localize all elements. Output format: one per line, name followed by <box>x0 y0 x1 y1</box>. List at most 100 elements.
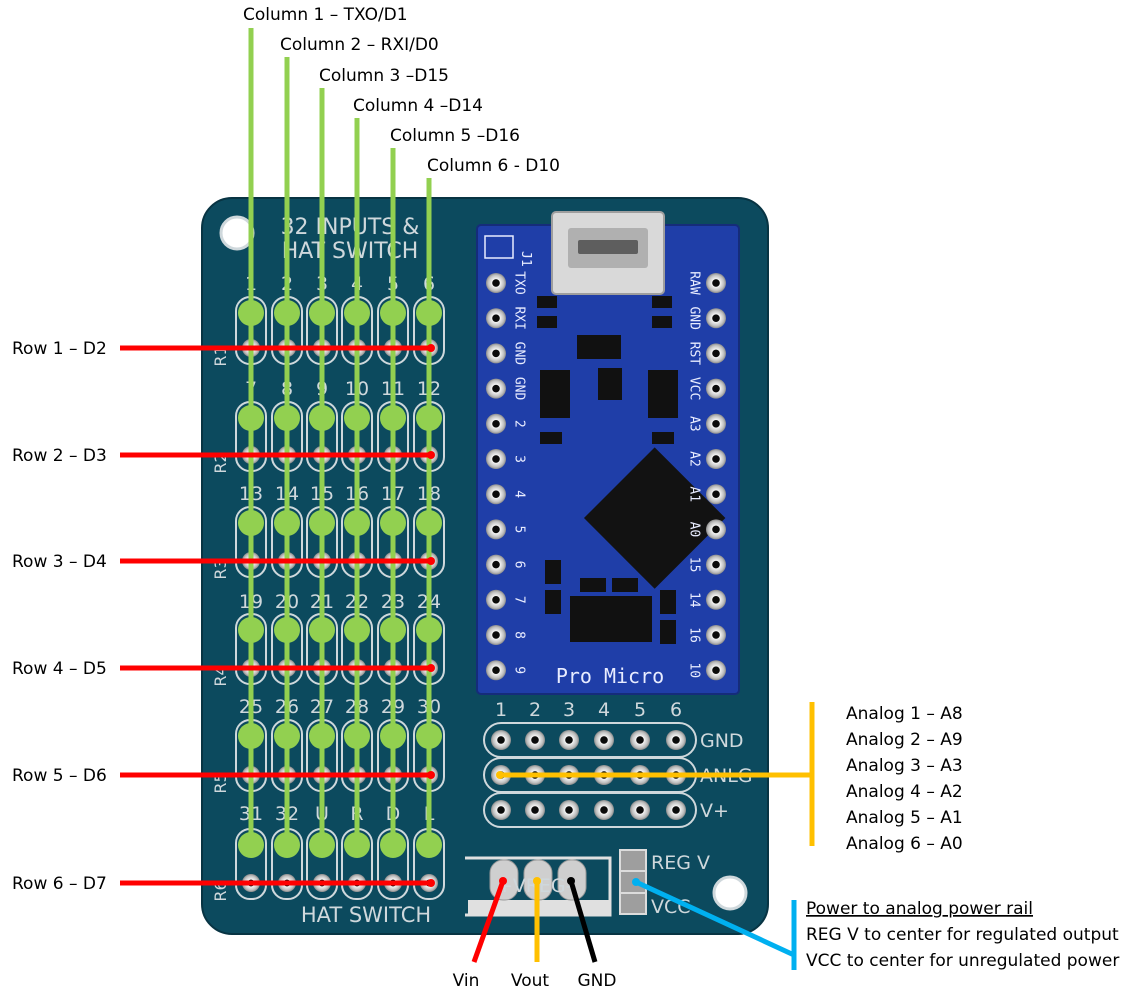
header-pad <box>666 730 686 750</box>
board-bottom-label: HAT SWITCH <box>301 903 431 927</box>
column-contact-dot <box>309 832 335 858</box>
power-note-line2: VCC to center for unregulated power <box>806 951 1119 971</box>
pro-micro-pad <box>486 273 506 293</box>
pro-micro-left-pin-label: TXO <box>512 271 527 295</box>
ic-small <box>577 335 621 359</box>
pro-micro-left-pin-label: 3 <box>512 455 527 463</box>
column-label: Column 2 – RXI/D0 <box>280 35 439 55</box>
row-wire-end <box>427 557 435 565</box>
power-rail-wire <box>632 878 797 970</box>
row-label: Row 3 – D4 <box>12 552 107 572</box>
row-label: Row 5 – D6 <box>12 766 107 786</box>
column-contact-dot <box>238 510 264 536</box>
column-contact-dot <box>238 832 264 858</box>
pro-micro-right-pin-label: 10 <box>687 662 702 678</box>
column-contact-dot <box>238 617 264 643</box>
row-wire-end <box>427 771 435 779</box>
pro-micro-pad <box>486 484 506 505</box>
column-contact-dot <box>274 510 300 536</box>
j1-label: J1 <box>518 251 533 267</box>
analog-label: Analog 5 – A1 <box>846 808 963 828</box>
pro-micro-pad <box>706 660 726 681</box>
pro-micro-left-pin-label: 7 <box>512 596 527 604</box>
row-wires <box>120 344 435 887</box>
column-contact-dot <box>274 617 300 643</box>
row-mark: R6 <box>211 880 230 901</box>
column-label: Column 1 – TXO/D1 <box>243 5 408 25</box>
column-contact-dot <box>344 723 370 749</box>
power-note-heading: Power to analog power rail <box>806 899 1033 919</box>
column-contact-dot <box>416 617 442 643</box>
pro-micro-right-pin-label: 16 <box>687 627 702 643</box>
row-wire-end <box>427 344 435 352</box>
column-contact-dot <box>274 300 300 326</box>
vin-label: Vin <box>453 971 480 991</box>
pro-micro-pad <box>706 343 726 364</box>
column-contact-dot <box>416 300 442 326</box>
pro-micro-pad <box>706 273 726 293</box>
column-contact-dot <box>238 300 264 326</box>
pro-micro-left-pin-label: RXI <box>512 306 527 329</box>
pro-micro-pad <box>486 589 506 610</box>
column-contact-dot <box>274 832 300 858</box>
header-pad <box>594 730 614 750</box>
analog-label: Analog 2 – A9 <box>846 730 963 750</box>
board-title-line1: 32 INPUTS & <box>281 215 420 240</box>
column-contact-dot <box>344 405 370 431</box>
column-contact-dot <box>344 300 370 326</box>
jumper-reg-v-label: REG V <box>651 852 710 874</box>
row-mark: R4 <box>211 665 230 686</box>
pro-micro-pad <box>486 378 506 399</box>
pro-micro-pad <box>706 413 726 434</box>
pro-micro-pad <box>486 308 506 329</box>
header-pad <box>525 800 545 820</box>
pro-micro-pad <box>706 589 726 610</box>
column-contact-dot <box>416 510 442 536</box>
pro-micro-pad <box>706 484 726 505</box>
row-wire-end <box>427 451 435 459</box>
column-contact-dot <box>344 832 370 858</box>
pro-micro-right-pin-label: VCC <box>687 377 702 400</box>
column-contact-dot <box>309 405 335 431</box>
header-row-label: GND <box>700 730 744 752</box>
pro-micro-right-pin-label: A1 <box>687 486 702 502</box>
pro-micro-right-pin-label: 14 <box>687 592 702 608</box>
header-number: 1 <box>495 699 507 721</box>
column-contact-dot <box>238 405 264 431</box>
column-contact-dot <box>416 723 442 749</box>
pro-micro-left-pin-label: 5 <box>512 525 527 533</box>
column-contact-dot <box>380 723 406 749</box>
row-wire-end <box>427 664 435 672</box>
header-row-label: V+ <box>700 800 729 822</box>
pro-micro-right-pin-label: GND <box>687 306 702 330</box>
pro-micro-pad <box>706 308 726 329</box>
column-contact-dot <box>344 617 370 643</box>
pro-micro-module: J1 Pro Micro <box>476 211 740 695</box>
row-mark: R5 <box>211 772 230 793</box>
row-label: Row 1 – D2 <box>12 339 107 359</box>
column-label: Column 6 - D10 <box>427 156 560 176</box>
column-contact-dot <box>416 405 442 431</box>
header-pad <box>525 730 545 750</box>
row-wire-end <box>427 879 435 887</box>
row-mark: R1 <box>211 345 230 366</box>
pro-micro-right-pin-label: A0 <box>687 522 702 538</box>
header-pad <box>594 800 614 820</box>
column-contact-dot <box>380 510 406 536</box>
pro-micro-right-pin-label: 15 <box>687 557 702 573</box>
column-contact-dot <box>309 510 335 536</box>
header-pad <box>559 800 579 820</box>
vout-label: Vout <box>511 971 549 991</box>
header-pad <box>630 730 650 750</box>
analog-label: Analog 6 – A0 <box>846 834 963 854</box>
row-mark: R3 <box>211 558 230 579</box>
column-wires <box>238 28 442 858</box>
column-contact-dot <box>309 723 335 749</box>
column-contact-dot <box>380 832 406 858</box>
pro-micro-right-pin-label: RAW <box>687 271 702 295</box>
header-pad <box>491 730 511 750</box>
pro-micro-name: Pro Micro <box>556 664 664 688</box>
